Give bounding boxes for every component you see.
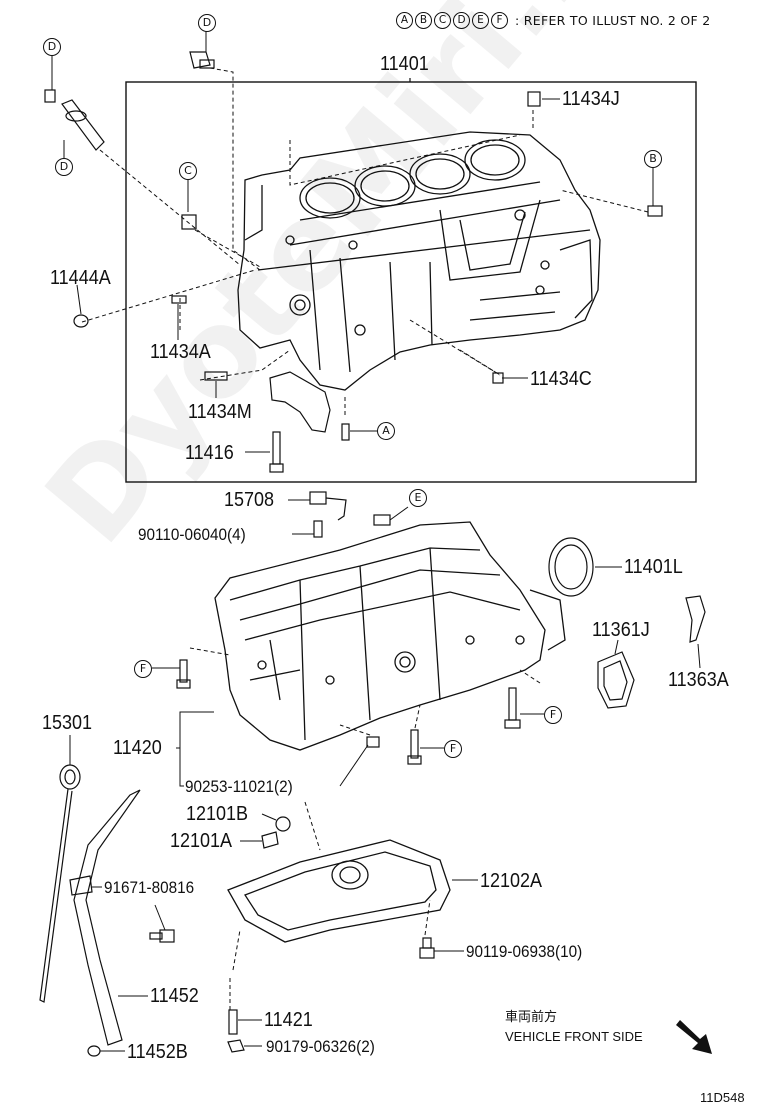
bolt-90119 [419, 937, 435, 959]
bolt-11416 [269, 431, 284, 473]
oring-11452B [87, 1045, 101, 1057]
gasket-11361J [597, 651, 635, 709]
legend-circle-d: D [453, 11, 470, 29]
plug-C [181, 214, 197, 230]
front-arrow-icon [676, 1020, 712, 1054]
stud-11421 [228, 1009, 238, 1035]
legend-text: : REFER TO ILLUST NO. 2 OF 2 [515, 12, 711, 28]
legend-circle-f: F [491, 11, 508, 29]
bolt-F-left [176, 659, 191, 689]
bolt-90110 [313, 520, 323, 538]
bolt-90253 [366, 736, 380, 748]
label-11444A[interactable]: 11444A [50, 267, 111, 289]
sensor-left-D [44, 89, 105, 151]
refer-legend: A B C D E F : REFER TO ILLUST NO. 2 OF 2 [396, 11, 711, 29]
nut-90179 [227, 1039, 245, 1053]
oring-11444A [73, 314, 89, 328]
sensor-top-D [189, 51, 215, 69]
label-11421[interactable]: 11421 [264, 1009, 313, 1031]
label-11434M[interactable]: 11434M [188, 401, 252, 423]
ref-a[interactable]: A [377, 422, 395, 440]
label-12102A[interactable]: 12102A [480, 870, 543, 892]
label-11363A[interactable]: 11363A [668, 669, 729, 691]
ref-d-left-top[interactable]: D [43, 38, 61, 56]
plug-12101A [261, 831, 279, 849]
label-90119[interactable]: 90119-06938(10) [466, 942, 583, 961]
block-group-frame [125, 81, 697, 483]
bolt-E [373, 514, 391, 526]
ref-f-right[interactable]: F [544, 706, 562, 724]
guide-11452 [73, 789, 141, 1046]
label-15301[interactable]: 15301 [42, 712, 93, 734]
vehicle-front-en: VEHICLE FRONT SIDE [505, 1029, 643, 1044]
label-11434J[interactable]: 11434J [562, 88, 620, 110]
ref-e[interactable]: E [409, 489, 427, 507]
label-15708[interactable]: 15708 [224, 489, 275, 511]
pin-A [341, 423, 350, 441]
bolt-F-mid [407, 729, 422, 765]
legend-circle-b: B [415, 11, 432, 29]
label-12101B[interactable]: 12101B [186, 803, 249, 825]
bearing-cap [269, 371, 331, 433]
plug-11434C [492, 372, 504, 384]
label-90253[interactable]: 90253-11021(2) [185, 777, 293, 796]
bracket-91671 [69, 875, 93, 896]
pin-11434M [204, 371, 228, 381]
ref-d-left-bottom[interactable]: D [55, 158, 73, 176]
plug-B [647, 205, 663, 217]
lower-crankcase-drawing [214, 521, 566, 751]
legend-circle-a: A [396, 11, 413, 29]
dipstick-15301 [39, 764, 81, 1003]
ref-c[interactable]: C [179, 162, 197, 180]
label-11452[interactable]: 11452 [150, 985, 199, 1007]
bolt-91671 [149, 929, 175, 943]
label-11434C[interactable]: 11434C [530, 368, 592, 390]
leader-11420 [176, 711, 214, 787]
oil-pan-12102A [227, 839, 451, 943]
vehicle-front-jp: 車両前方 [505, 1009, 558, 1024]
legend-circle-c: C [434, 11, 451, 29]
oil-seal-11401L [548, 537, 594, 597]
cylinder-block-drawing [237, 131, 601, 391]
label-11401[interactable]: 11401 [380, 53, 429, 75]
gasket-12101B [275, 816, 291, 832]
sensor-15708 [309, 491, 347, 521]
label-11434A[interactable]: 11434A [150, 341, 211, 363]
label-11452B[interactable]: 11452B [127, 1041, 188, 1063]
label-11416[interactable]: 11416 [185, 442, 234, 464]
ref-d-top[interactable]: D [198, 14, 216, 32]
label-11361J[interactable]: 11361J [592, 619, 650, 641]
bracket-11363A [685, 595, 706, 643]
label-11420[interactable]: 11420 [113, 737, 162, 759]
pin-11434A [171, 295, 187, 304]
label-12101A[interactable]: 12101A [170, 830, 233, 852]
label-91671[interactable]: 91671-80816 [104, 878, 195, 897]
label-90110[interactable]: 90110-06040(4) [138, 525, 246, 544]
ref-b[interactable]: B [644, 150, 662, 168]
diagram-code: 11D548 [700, 1090, 745, 1105]
ref-f-mid[interactable]: F [444, 740, 462, 758]
legend-circle-e: E [472, 11, 489, 29]
label-11401L[interactable]: 11401L [624, 556, 683, 578]
label-90179[interactable]: 90179-06326(2) [266, 1037, 375, 1056]
plug-11434J [527, 91, 541, 107]
ref-f-left[interactable]: F [134, 660, 152, 678]
bolt-F-right [504, 687, 521, 729]
